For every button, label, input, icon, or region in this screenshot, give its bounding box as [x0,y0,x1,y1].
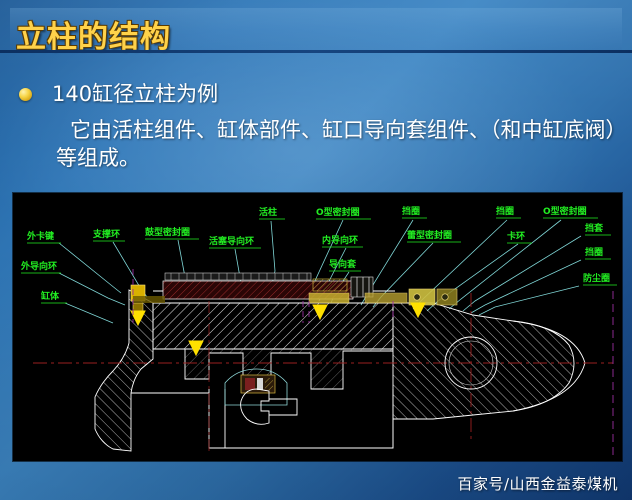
footer-credit: 百家号/山西金益泰煤机 [457,475,618,493]
cad-labels: 外卡键 外导向环 缸体 支撑环 鼓型密封圈 活塞导向环 活柱 O型密封圈 内导向… [20,205,610,302]
title-highlight-band [10,8,622,52]
magenta-construction-lines [132,269,614,459]
label-nei-dao-xiang-huan: 内导向环 [322,234,358,246]
gold-dot-bullet-icon [19,88,32,101]
bullet-heading-text: 140缸径立柱为例 [52,82,219,106]
bullet-item: 140缸径立柱为例 [0,80,632,110]
label-huo-sai-dao-xiang-huan: 活塞导向环 [209,235,254,247]
label-gu-xing-mi-feng-quan: 鼓型密封圈 [145,226,190,238]
slide-title-bar: 立柱的结构 [0,8,632,55]
label-dang-tao: 挡套 [585,222,604,234]
centerlines [33,293,613,455]
label-lei-xing-mi-feng-quan: 蕾型密封圈 [407,229,452,241]
piston-rod-section [162,272,354,300]
body-paragraph: 它由活柱组件、缸体部件、缸口导向套组件、（和中缸底阀）等组成。 [56,118,616,170]
label-o-xing-mi-feng-quan-1: O型密封圈 [316,206,360,218]
surface-finish-markers [130,302,426,357]
label-wai-ka-jian: 外卡键 [26,230,55,242]
label-o-xing-mi-feng-quan-2: O型密封圈 [543,205,587,217]
label-zhi-cheng-huan: 支撑环 [92,228,120,240]
label-gang-ti: 缸体 [40,290,60,302]
label-dang-quan-2: 挡圈 [496,205,514,217]
cad-drawing: 外卡键 外导向环 缸体 支撑环 鼓型密封圈 活塞导向环 活柱 O型密封圈 内导向… [20,205,617,459]
cad-diagram-panel: 外卡键 外导向环 缸体 支撑环 鼓型密封圈 活塞导向环 活柱 O型密封圈 内导向… [13,193,622,461]
page-title: 立柱的结构 [16,20,171,55]
label-wai-dao-xiang-huan: 外导向环 [20,260,57,272]
port-detail [224,336,498,406]
title-divider [0,50,632,53]
label-ka-huan: 卡环 [507,230,525,242]
label-fang-chen-quan: 防尘圈 [583,272,610,284]
section-hatching [95,290,574,451]
label-dang-quan-1: 挡圈 [402,205,420,217]
clevis-detail [240,388,298,425]
label-huo-zhu: 活柱 [259,206,277,218]
label-dang-quan-3: 挡圈 [585,246,603,258]
seal-rings [130,276,458,313]
slide-body: 140缸径立柱为例 它由活柱组件、缸体部件、缸口导向套组件、（和中缸底阀）等组成… [0,80,632,172]
label-underlines [21,217,617,304]
label-dao-xiang-tao: 导向套 [329,258,357,270]
